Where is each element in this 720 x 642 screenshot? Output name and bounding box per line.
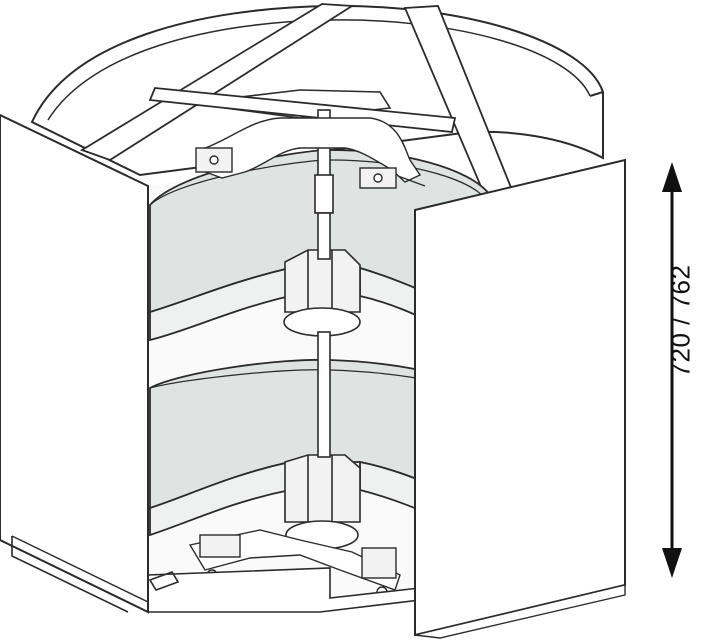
top-bracket <box>195 117 426 189</box>
left-side-panel <box>0 113 149 614</box>
height-dimension-arrow <box>662 162 682 578</box>
right-door-panel <box>414 158 626 639</box>
height-dimension-label: 720 / 762 <box>665 264 696 378</box>
upper-hub <box>283 249 361 337</box>
lower-hub <box>284 454 361 550</box>
